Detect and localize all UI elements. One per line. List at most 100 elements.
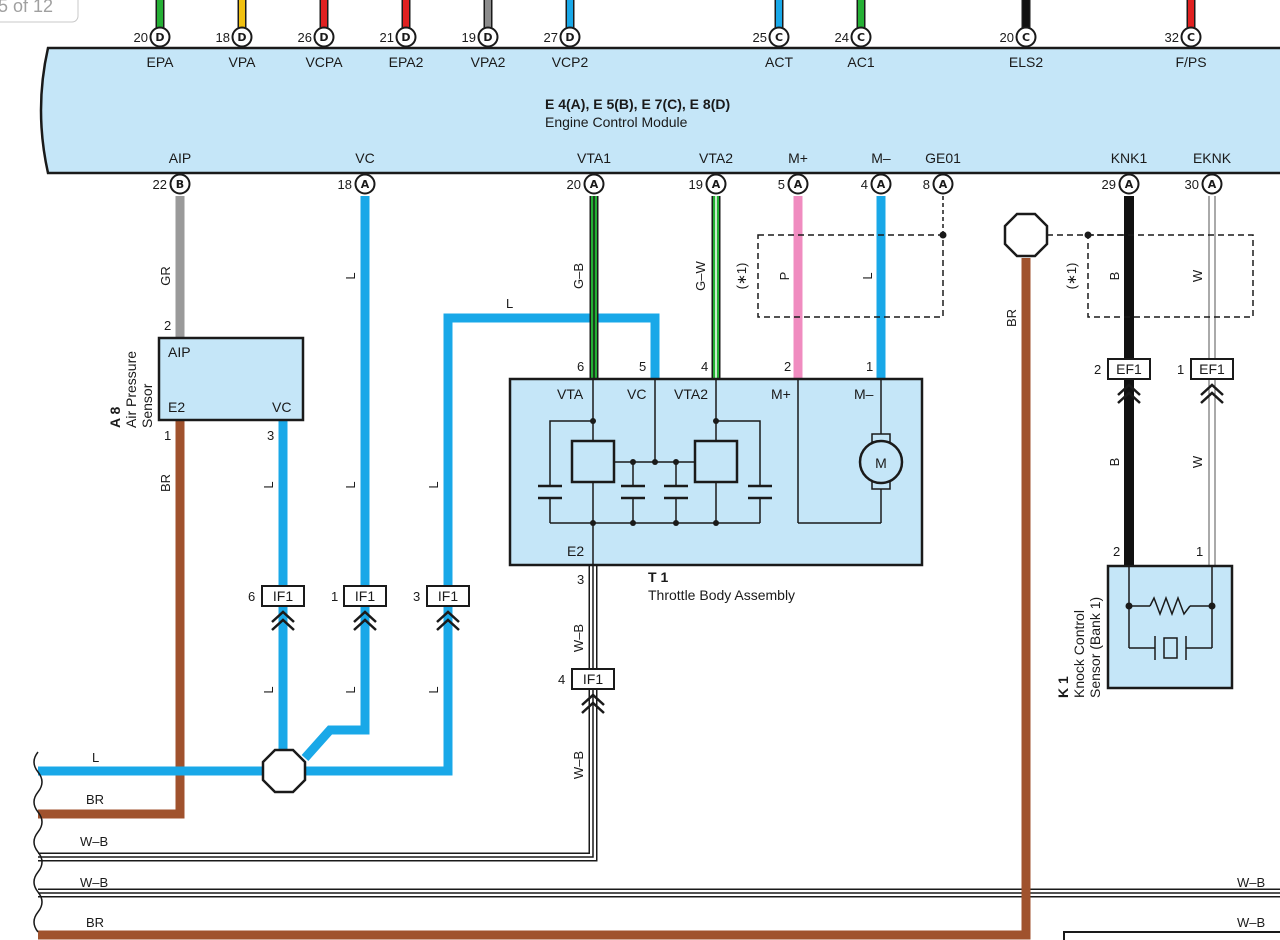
wire-label-l-mminus: L: [860, 272, 875, 279]
ef1-box: [1107, 358, 1151, 380]
if1-box: [571, 668, 615, 690]
knock-control-sensor: 2 1 K 1 Knock Control Sensor (Bank 1): [1055, 544, 1234, 698]
ecm-pin-connector: C: [1022, 31, 1030, 44]
throttle-e2-label: E2: [567, 543, 584, 559]
wire-label-l-loop3: L: [426, 686, 441, 693]
throttle-pin-mminus: 1: [866, 359, 873, 374]
connector-chevron-icon: [271, 618, 295, 631]
ecm-pin-circle: [1180, 26, 1202, 48]
ecm-pin-connector: B: [176, 178, 184, 191]
connector-chevron-icon: [581, 693, 605, 706]
connector-ef1-2: 2 EF1: [1094, 358, 1151, 404]
page-indicator-text: 5 of 12: [0, 0, 53, 16]
wire-label-wb-bus3-right: W–B: [1237, 915, 1265, 930]
ecm-bottom-pins: AIPB22VCA18VTA1A20VTA2A19M+A5M–A4GE01A8K…: [153, 150, 1232, 195]
throttle-body-assembly: VTA VC VTA2 M+ M– E2 6 5 4 2 1 3: [508, 359, 924, 603]
splice-point: [261, 748, 307, 794]
ecm-pin-connector: C: [1187, 31, 1195, 44]
air-sensor-id: A 8: [107, 407, 123, 428]
wire-label-l-bus: L: [92, 750, 99, 765]
ecm-pin-signal: EKNK: [1193, 150, 1232, 166]
ecm-pin-number: 20: [134, 30, 148, 45]
ecm-pin-signal: ELS2: [1009, 54, 1043, 70]
ecm-pin-circle: [870, 173, 892, 195]
wire-br-long: [38, 258, 1031, 940]
ecm-pin-circle: [1118, 173, 1140, 195]
ecm-pin-signal: VCP2: [552, 54, 589, 70]
ecm-pin-signal: ACT: [765, 54, 793, 70]
ecm-subtitle: Engine Control Module: [545, 114, 688, 130]
throttle-mminus-label: M–: [854, 386, 874, 402]
wire-label-l-vc2: L: [343, 481, 358, 488]
if1-box: [426, 585, 470, 607]
wire-label-wb-bus2: W–B: [80, 875, 108, 890]
wire-label-b-1: B: [1107, 272, 1122, 281]
air-sensor-body: [157, 336, 305, 422]
ecm-pin-connector: A: [361, 178, 370, 191]
ecm-pin-signal: M+: [788, 150, 808, 166]
wire-label-l-air2: L: [261, 686, 276, 693]
air-sensor-e2-label: E2: [168, 399, 185, 415]
ecm-pin-number: 29: [1102, 177, 1116, 192]
ecm-pin-signal: AIP: [169, 150, 192, 166]
ecm-pin-circle: [850, 26, 872, 48]
ecm-pin-number: 26: [298, 30, 312, 45]
shield-label-knock: (∗1): [1064, 263, 1079, 290]
wire-throttle-vc-l: [305, 313, 660, 776]
wire-label-l-loop: L: [506, 296, 513, 311]
ecm-pin-number: 19: [689, 177, 703, 192]
shield-throttle: [757, 234, 944, 318]
ecm-pin-circle: [932, 173, 954, 195]
wire-air-e2-br: [38, 420, 185, 819]
wire-label-wb-2: W–B: [571, 751, 586, 779]
ecm-pin-connector: C: [857, 31, 865, 44]
air-sensor-name-1: Air Pressure: [123, 351, 139, 428]
ecm-pin-signal: AC1: [847, 54, 874, 70]
ecm-pin-signal: M–: [871, 150, 891, 166]
if1-label: IF1: [583, 671, 603, 687]
connector-chevron-icon: [353, 618, 377, 631]
throttle-internal-circuit: [549, 379, 882, 565]
ef1-label: EF1: [1199, 361, 1225, 377]
ef1-pin-label: 2: [1094, 362, 1101, 377]
connector-chevron-icon: [436, 618, 460, 631]
page-indicator[interactable]: 5 of 12: [0, 0, 79, 23]
throttle-id: T 1: [648, 569, 668, 585]
knock-junction-left: [1125, 602, 1133, 610]
if1-box: [343, 585, 387, 607]
ecm-pin-connector: D: [155, 31, 164, 44]
air-sensor-name-2: Sensor: [139, 383, 155, 428]
ecm-pin-number: 4: [861, 177, 868, 192]
ecm-pin-number: 5: [778, 177, 785, 192]
connector-if1-3: 3 IF1: [413, 585, 470, 631]
connector-chevron-icon: [1117, 383, 1141, 396]
throttle-name: Throttle Body Assembly: [648, 587, 795, 603]
ecm-pin-connector: A: [1208, 178, 1217, 191]
ecm-pin-circle: [477, 26, 499, 48]
wire-label-p: P: [777, 272, 792, 281]
ecm-pin-connector: A: [877, 178, 886, 191]
wire-label-gw: G–W: [693, 260, 708, 290]
ecm-pin-circle: [313, 26, 335, 48]
shield-label-throttle: (∗1): [734, 263, 749, 290]
wire-label-l-loop2: L: [426, 481, 441, 488]
air-sensor-pin-vc: 3: [267, 428, 274, 443]
ecm-pin-circle: [395, 26, 417, 48]
connector-chevron-icon: [1200, 383, 1224, 396]
ecm-pin-circle: [787, 173, 809, 195]
ecm-pin-number: 18: [216, 30, 230, 45]
wire-label-gr: GR: [158, 266, 173, 286]
ecm-top-wires: [155, 0, 1196, 30]
wire-label-wb-1: W–B: [571, 624, 586, 652]
if1-pin-label: 1: [331, 589, 338, 604]
ecm-pin-circle: [768, 26, 790, 48]
ecm-pin-connector: C: [775, 31, 783, 44]
ef1-pin-label: 1: [1177, 362, 1184, 377]
throttle-mplus-label: M+: [771, 386, 791, 402]
wire-ecm-vc-l: [301, 196, 370, 761]
throttle-sensor-element-2: [693, 439, 739, 484]
ecm-pin-signal: VTA2: [699, 150, 733, 166]
ecm-pin-signal: VPA2: [471, 54, 506, 70]
wire-label-wb-bus2-right: W–B: [1237, 875, 1265, 890]
ecm-pin-signal: VPA: [229, 54, 257, 70]
